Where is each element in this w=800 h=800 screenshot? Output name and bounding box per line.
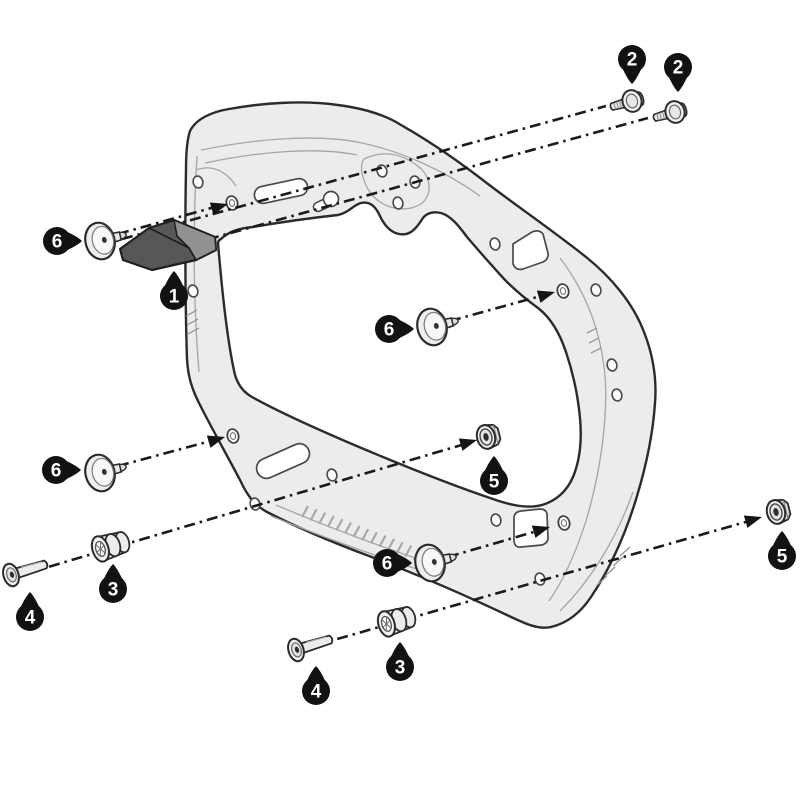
slot-cutout-lower-left — [255, 442, 311, 480]
callout-label: 4 — [311, 682, 322, 703]
part-6-rubber-buffer — [80, 447, 132, 496]
callout-badges: 2 2 6 1 6 6 5 6 — [16, 45, 796, 705]
callout-badge-6-bottom: 6 — [373, 549, 412, 577]
callout-label: 3 — [395, 658, 406, 679]
callout-badge-6-middle: 6 — [375, 315, 414, 343]
callout-label: 2 — [627, 50, 638, 71]
axis-bolt-nut-right — [291, 517, 757, 654]
keyhole-cutout — [312, 190, 340, 213]
part-3-spacer-roller — [87, 526, 134, 565]
axis-buffer-left — [117, 437, 219, 468]
axis-buffer-bottom — [447, 527, 545, 559]
callout-badge-4-left: 4 — [16, 592, 44, 631]
callout-badge-3-bottom: 3 — [386, 642, 414, 681]
callout-badge-6-top-left: 6 — [43, 227, 82, 255]
part-5-flange-nut — [763, 496, 794, 527]
callout-label: 6 — [382, 554, 393, 575]
callout-badge-2b: 2 — [664, 53, 692, 92]
edge-hatching — [185, 309, 631, 586]
part-1-adapter-wedge — [118, 218, 218, 272]
callout-badge-4-bottom: 4 — [302, 666, 330, 705]
part-4-countersunk-bolt — [0, 551, 52, 590]
callout-badge-5-left: 5 — [480, 456, 508, 495]
axis-buffer-top-left — [117, 203, 223, 236]
part-5-flange-nut — [473, 421, 504, 452]
axis-buffer-middle — [449, 292, 549, 323]
callout-badge-5-right: 5 — [768, 531, 796, 570]
callout-label: 1 — [169, 287, 180, 308]
callout-label: 5 — [489, 472, 500, 493]
part-3-spacer-roller — [373, 601, 420, 640]
callout-label: 6 — [51, 461, 62, 482]
callout-badge-3-left: 3 — [99, 564, 127, 603]
callout-label: 2 — [673, 58, 684, 79]
adapter-plate — [184, 101, 657, 629]
slot-cutout-top — [253, 177, 309, 205]
callout-label: 6 — [52, 232, 63, 253]
parts — [0, 86, 794, 665]
callout-label: 6 — [384, 320, 395, 341]
axis-screw-2b — [139, 116, 649, 260]
arrowhead — [743, 510, 764, 528]
callout-label: 5 — [777, 547, 788, 568]
callout-badge-2a: 2 — [618, 45, 646, 84]
trapezoid-cutout-bottom — [513, 508, 549, 548]
callout-label: 3 — [108, 580, 119, 601]
assembly-axes — [3, 104, 764, 654]
quad-cutout-upper-right — [512, 230, 549, 271]
axis-bolt-nut-left — [3, 442, 466, 582]
callout-label: 4 — [25, 608, 36, 629]
part-4-countersunk-bolt — [284, 626, 337, 665]
part-2-flange-screw — [606, 86, 648, 119]
part-6-rubber-buffer — [412, 301, 464, 350]
callout-badge-1: 1 — [160, 271, 188, 310]
part-2-flange-screw — [649, 97, 691, 130]
callout-badge-6-left: 6 — [42, 456, 81, 484]
